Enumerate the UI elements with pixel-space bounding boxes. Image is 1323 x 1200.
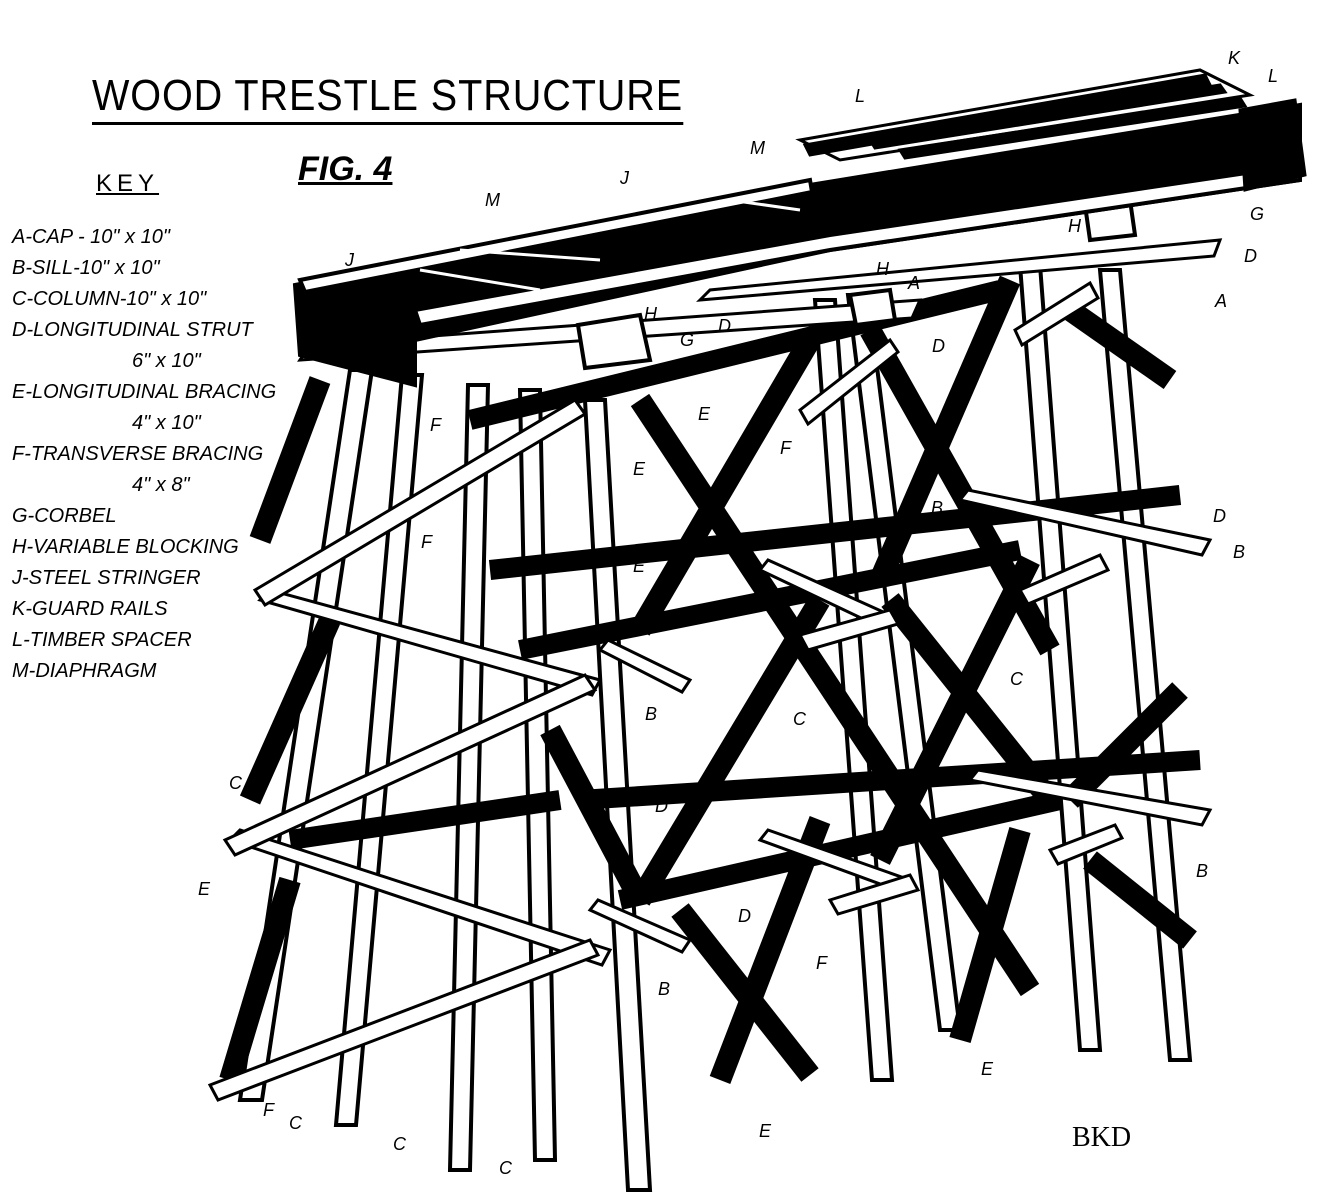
- key-item-e: E-LONGITUDINAL BRACING: [12, 381, 277, 403]
- callout-d: D: [1213, 506, 1226, 526]
- callout-c: C: [1010, 669, 1024, 689]
- callout-d: D: [1244, 246, 1257, 266]
- callout-b: B: [645, 704, 657, 724]
- callout-e: E: [759, 1121, 772, 1141]
- blocking: [575, 197, 1138, 371]
- key-item-f: F-TRANSVERSE BRACING: [12, 443, 264, 465]
- callout-h: H: [876, 259, 890, 279]
- key-item-m: M-DIAPHRAGM: [12, 660, 157, 682]
- callout-k: K: [1228, 48, 1241, 68]
- key-item-b: B-SILL-10" x 10": [12, 257, 160, 279]
- key-item-d-size: 6" x 10": [132, 350, 201, 372]
- callout-e: E: [633, 459, 646, 479]
- figure-label: FIG. 4: [298, 150, 393, 188]
- callout-j: J: [619, 168, 630, 188]
- callout-d: D: [718, 316, 731, 336]
- callout-a: A: [907, 273, 920, 293]
- callout-b: B: [658, 979, 670, 999]
- callout-c: C: [229, 773, 243, 793]
- callout-g: G: [680, 330, 694, 350]
- steel-stringers: [292, 102, 1302, 388]
- key-item-k: K-GUARD RAILS: [12, 598, 168, 620]
- callout-e: E: [198, 879, 211, 899]
- callout-e: E: [698, 404, 711, 424]
- callout-l: L: [1268, 66, 1278, 86]
- key-item-c: C-COLUMN-10" x 10": [12, 288, 207, 310]
- callout-e: E: [633, 556, 646, 576]
- callout-m: M: [485, 190, 500, 210]
- callout-f: F: [816, 953, 828, 973]
- columns: [237, 263, 1193, 1192]
- callout-a: A: [1214, 291, 1227, 311]
- key-item-e-size: 4" x 10": [132, 412, 201, 434]
- key-item-h: H-VARIABLE BLOCKING: [12, 536, 239, 558]
- callout-b: B: [1233, 542, 1245, 562]
- callout-labels: J J M M L L K G G H H H D D D D D D A A …: [198, 48, 1278, 1178]
- callout-h: H: [1068, 216, 1082, 236]
- callout-c: C: [499, 1158, 513, 1178]
- callout-c: C: [289, 1113, 303, 1133]
- key-item-j: J-STEEL STRINGER: [12, 567, 201, 589]
- key-item-a: A-CAP - 10" x 10": [12, 226, 170, 248]
- callout-b: B: [931, 498, 943, 518]
- key-item-f-size: 4" x 8": [132, 474, 190, 496]
- callout-g: G: [1250, 204, 1264, 224]
- callout-d: D: [655, 796, 668, 816]
- callout-d: D: [738, 906, 751, 926]
- callout-f: F: [780, 438, 792, 458]
- diagram-title: WOOD TRESTLE STRUCTURE: [92, 70, 684, 125]
- key-item-g: G-CORBEL: [12, 505, 117, 527]
- callout-f: F: [263, 1100, 275, 1120]
- callout-d: D: [932, 336, 945, 356]
- callout-c: C: [393, 1134, 407, 1154]
- callout-f: F: [421, 532, 433, 552]
- key-item-d: D-LONGITUDINAL STRUT: [12, 319, 253, 341]
- callout-f: F: [430, 415, 442, 435]
- artist-signature: BKD: [1072, 1122, 1132, 1153]
- callout-b: B: [1196, 861, 1208, 881]
- callout-h: H: [644, 304, 658, 324]
- callout-l: L: [855, 86, 865, 106]
- diaphragm: [419, 198, 801, 292]
- transverse-bracing: [207, 280, 1125, 1102]
- key-heading: KEY: [96, 170, 160, 197]
- deck: [795, 68, 1307, 192]
- callout-e: E: [981, 1059, 994, 1079]
- callout-m: M: [750, 138, 765, 158]
- key-list: A-CAP - 10" x 10" B-SILL-10" x 10" C-COL…: [12, 222, 276, 687]
- callout-c: C: [793, 709, 807, 729]
- key-item-l: L-TIMBER SPACER: [12, 629, 192, 651]
- trestle-structure: [207, 68, 1307, 1192]
- callout-j: J: [344, 250, 355, 270]
